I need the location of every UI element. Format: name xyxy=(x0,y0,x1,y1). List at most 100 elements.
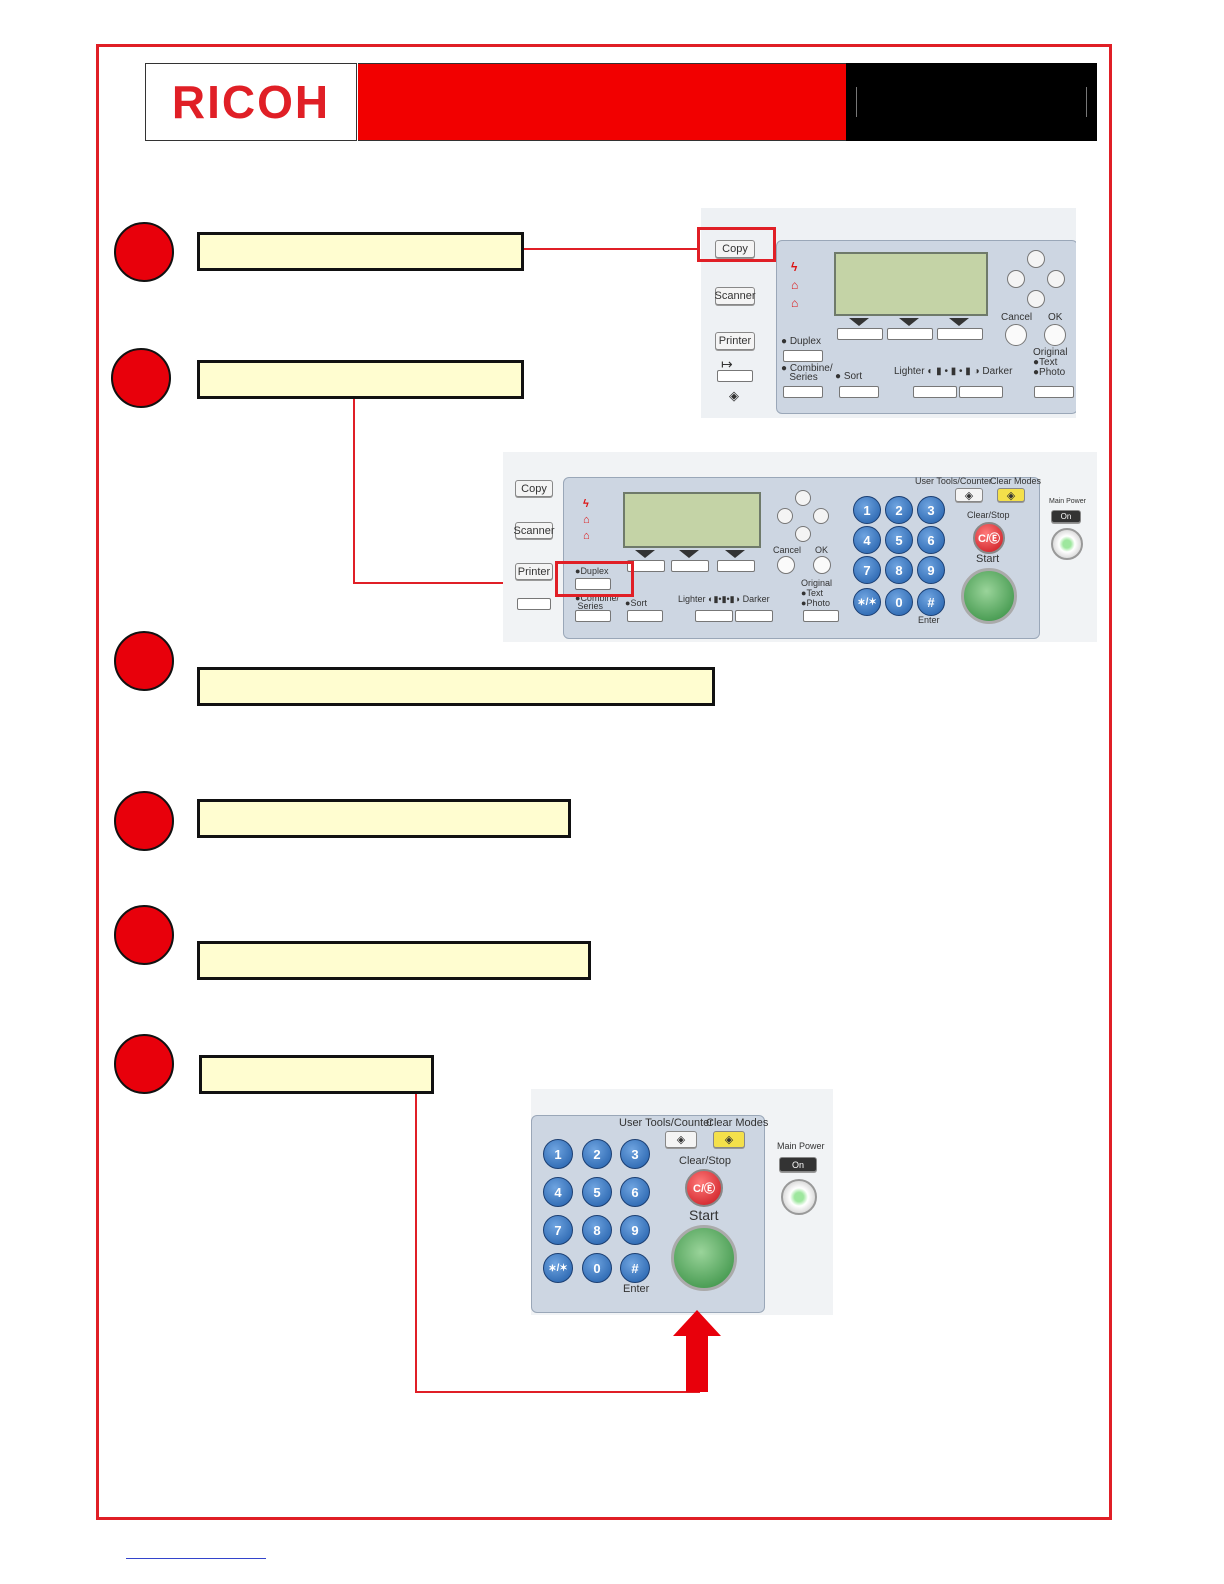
key-0-3[interactable]: 0 xyxy=(582,1253,612,1283)
soft-key-3-2[interactable] xyxy=(717,560,755,572)
status-leds-2: ϟ⌂⌂ xyxy=(583,498,590,542)
key-3[interactable]: 3 xyxy=(917,496,945,524)
copy-button[interactable]: Copy xyxy=(715,240,755,258)
control-panel-keypad: User Tools/Counter Clear Modes ◈ ◈ 1 2 3… xyxy=(531,1089,833,1315)
key-2[interactable]: 2 xyxy=(885,496,913,524)
step-4-marker xyxy=(114,791,174,851)
key-5-3[interactable]: 5 xyxy=(582,1177,612,1207)
sort-button-2[interactable] xyxy=(627,610,663,622)
key-hash-3[interactable]: # xyxy=(620,1253,650,1283)
up-arrow-button[interactable] xyxy=(1027,250,1045,268)
clear-modes-button[interactable]: ◈ xyxy=(997,488,1025,502)
lighter-button-2[interactable] xyxy=(695,610,733,622)
right-arrow-button[interactable] xyxy=(1047,270,1065,288)
step-6-marker xyxy=(114,1034,174,1094)
control-panel-left-1: Copy Scanner Printer ↦ ◈ ϟ⌂⌂ Cancel OK ●… xyxy=(701,208,1076,418)
up-arrow-button-2[interactable] xyxy=(795,490,811,506)
start-button[interactable] xyxy=(961,568,1017,624)
combine-button-2[interactable] xyxy=(575,610,611,622)
soft-key-2[interactable] xyxy=(887,328,933,340)
printer-button[interactable]: Printer xyxy=(715,332,755,350)
key-star-3[interactable]: ∗/✶ xyxy=(543,1253,573,1283)
down-arrow-button[interactable] xyxy=(1027,290,1045,308)
key-4[interactable]: 4 xyxy=(853,526,881,554)
main-power-button-3[interactable] xyxy=(781,1179,817,1215)
lcd-screen-2 xyxy=(623,492,761,548)
step-4-box xyxy=(197,799,571,838)
header-red-band xyxy=(358,63,848,141)
copy-highlight xyxy=(697,227,776,262)
step-2-connector-v xyxy=(353,399,355,583)
lighter-button[interactable] xyxy=(913,386,957,398)
step-3-marker xyxy=(114,631,174,691)
function-button[interactable] xyxy=(717,370,753,382)
key-2-3[interactable]: 2 xyxy=(582,1139,612,1169)
up-arrow-shaft xyxy=(686,1335,708,1392)
ok-button[interactable] xyxy=(1044,324,1066,346)
key-7[interactable]: 7 xyxy=(853,556,881,584)
scanner-button-2[interactable]: Scanner xyxy=(514,522,555,539)
right-arrow-button-2[interactable] xyxy=(813,508,829,524)
original-button-2[interactable] xyxy=(803,610,839,622)
printer-button-2[interactable]: Printer xyxy=(515,563,553,580)
step-1-connector xyxy=(524,248,698,250)
key-hash[interactable]: # xyxy=(917,588,945,616)
start-button-3[interactable] xyxy=(671,1225,737,1291)
cancel-button-2[interactable] xyxy=(777,556,795,574)
scanner-button[interactable]: Scanner xyxy=(715,287,756,305)
darker-button[interactable] xyxy=(959,386,1003,398)
footer-rule xyxy=(126,1558,266,1559)
key-9-3[interactable]: 9 xyxy=(620,1215,650,1245)
clear-modes-button-3[interactable]: ◈ xyxy=(713,1131,745,1148)
key-4-3[interactable]: 4 xyxy=(543,1177,573,1207)
soft-key-3[interactable] xyxy=(937,328,983,340)
down-arrow-button-2[interactable] xyxy=(795,526,811,542)
key-star[interactable]: ∗/✶ xyxy=(853,588,881,616)
clear-stop-button-3[interactable]: C/Ⓔ xyxy=(685,1169,723,1207)
left-arrow-button[interactable] xyxy=(1007,270,1025,288)
copy-button-2[interactable]: Copy xyxy=(515,480,553,497)
step-6-connector-h xyxy=(415,1391,700,1393)
step-6-connector-v xyxy=(415,1094,417,1392)
darker-button-2[interactable] xyxy=(735,610,773,622)
function-button-2[interactable] xyxy=(517,598,551,610)
key-8-3[interactable]: 8 xyxy=(582,1215,612,1245)
user-tools-button-3[interactable]: ◈ xyxy=(665,1131,697,1148)
key-3-3[interactable]: 3 xyxy=(620,1139,650,1169)
page-border xyxy=(96,44,1112,1520)
ok-button-2[interactable] xyxy=(813,556,831,574)
step-2-marker xyxy=(111,348,171,408)
user-tools-button[interactable]: ◈ xyxy=(955,488,983,502)
key-0[interactable]: 0 xyxy=(885,588,913,616)
key-9[interactable]: 9 xyxy=(917,556,945,584)
combine-button[interactable] xyxy=(783,386,823,398)
step-5-marker xyxy=(114,905,174,965)
original-button[interactable] xyxy=(1034,386,1074,398)
sort-button[interactable] xyxy=(839,386,879,398)
duplex-highlight xyxy=(555,561,634,597)
key-1-3[interactable]: 1 xyxy=(543,1139,573,1169)
step-2-connector-h xyxy=(353,582,556,584)
soft-key-2-2[interactable] xyxy=(671,560,709,572)
ricoh-logo: RICOH xyxy=(145,63,357,141)
key-5[interactable]: 5 xyxy=(885,526,913,554)
step-5-box xyxy=(197,941,591,980)
key-6-3[interactable]: 6 xyxy=(620,1177,650,1207)
lcd-screen xyxy=(834,252,988,316)
status-leds: ϟ⌂⌂ xyxy=(791,260,799,310)
clear-stop-button[interactable]: C/Ⓔ xyxy=(973,522,1005,554)
soft-key-1[interactable] xyxy=(837,328,883,340)
step-1-marker xyxy=(114,222,174,282)
duplex-button-2[interactable] xyxy=(575,578,611,590)
step-3-box xyxy=(197,667,715,706)
key-7-3[interactable]: 7 xyxy=(543,1215,573,1245)
key-6[interactable]: 6 xyxy=(917,526,945,554)
key-1[interactable]: 1 xyxy=(853,496,881,524)
main-power-button[interactable] xyxy=(1051,528,1083,560)
soft-key-1-2[interactable] xyxy=(627,560,665,572)
duplex-button[interactable] xyxy=(783,350,823,362)
left-arrow-button-2[interactable] xyxy=(777,508,793,524)
key-8[interactable]: 8 xyxy=(885,556,913,584)
cancel-button[interactable] xyxy=(1005,324,1027,346)
up-arrow-icon xyxy=(673,1310,721,1336)
